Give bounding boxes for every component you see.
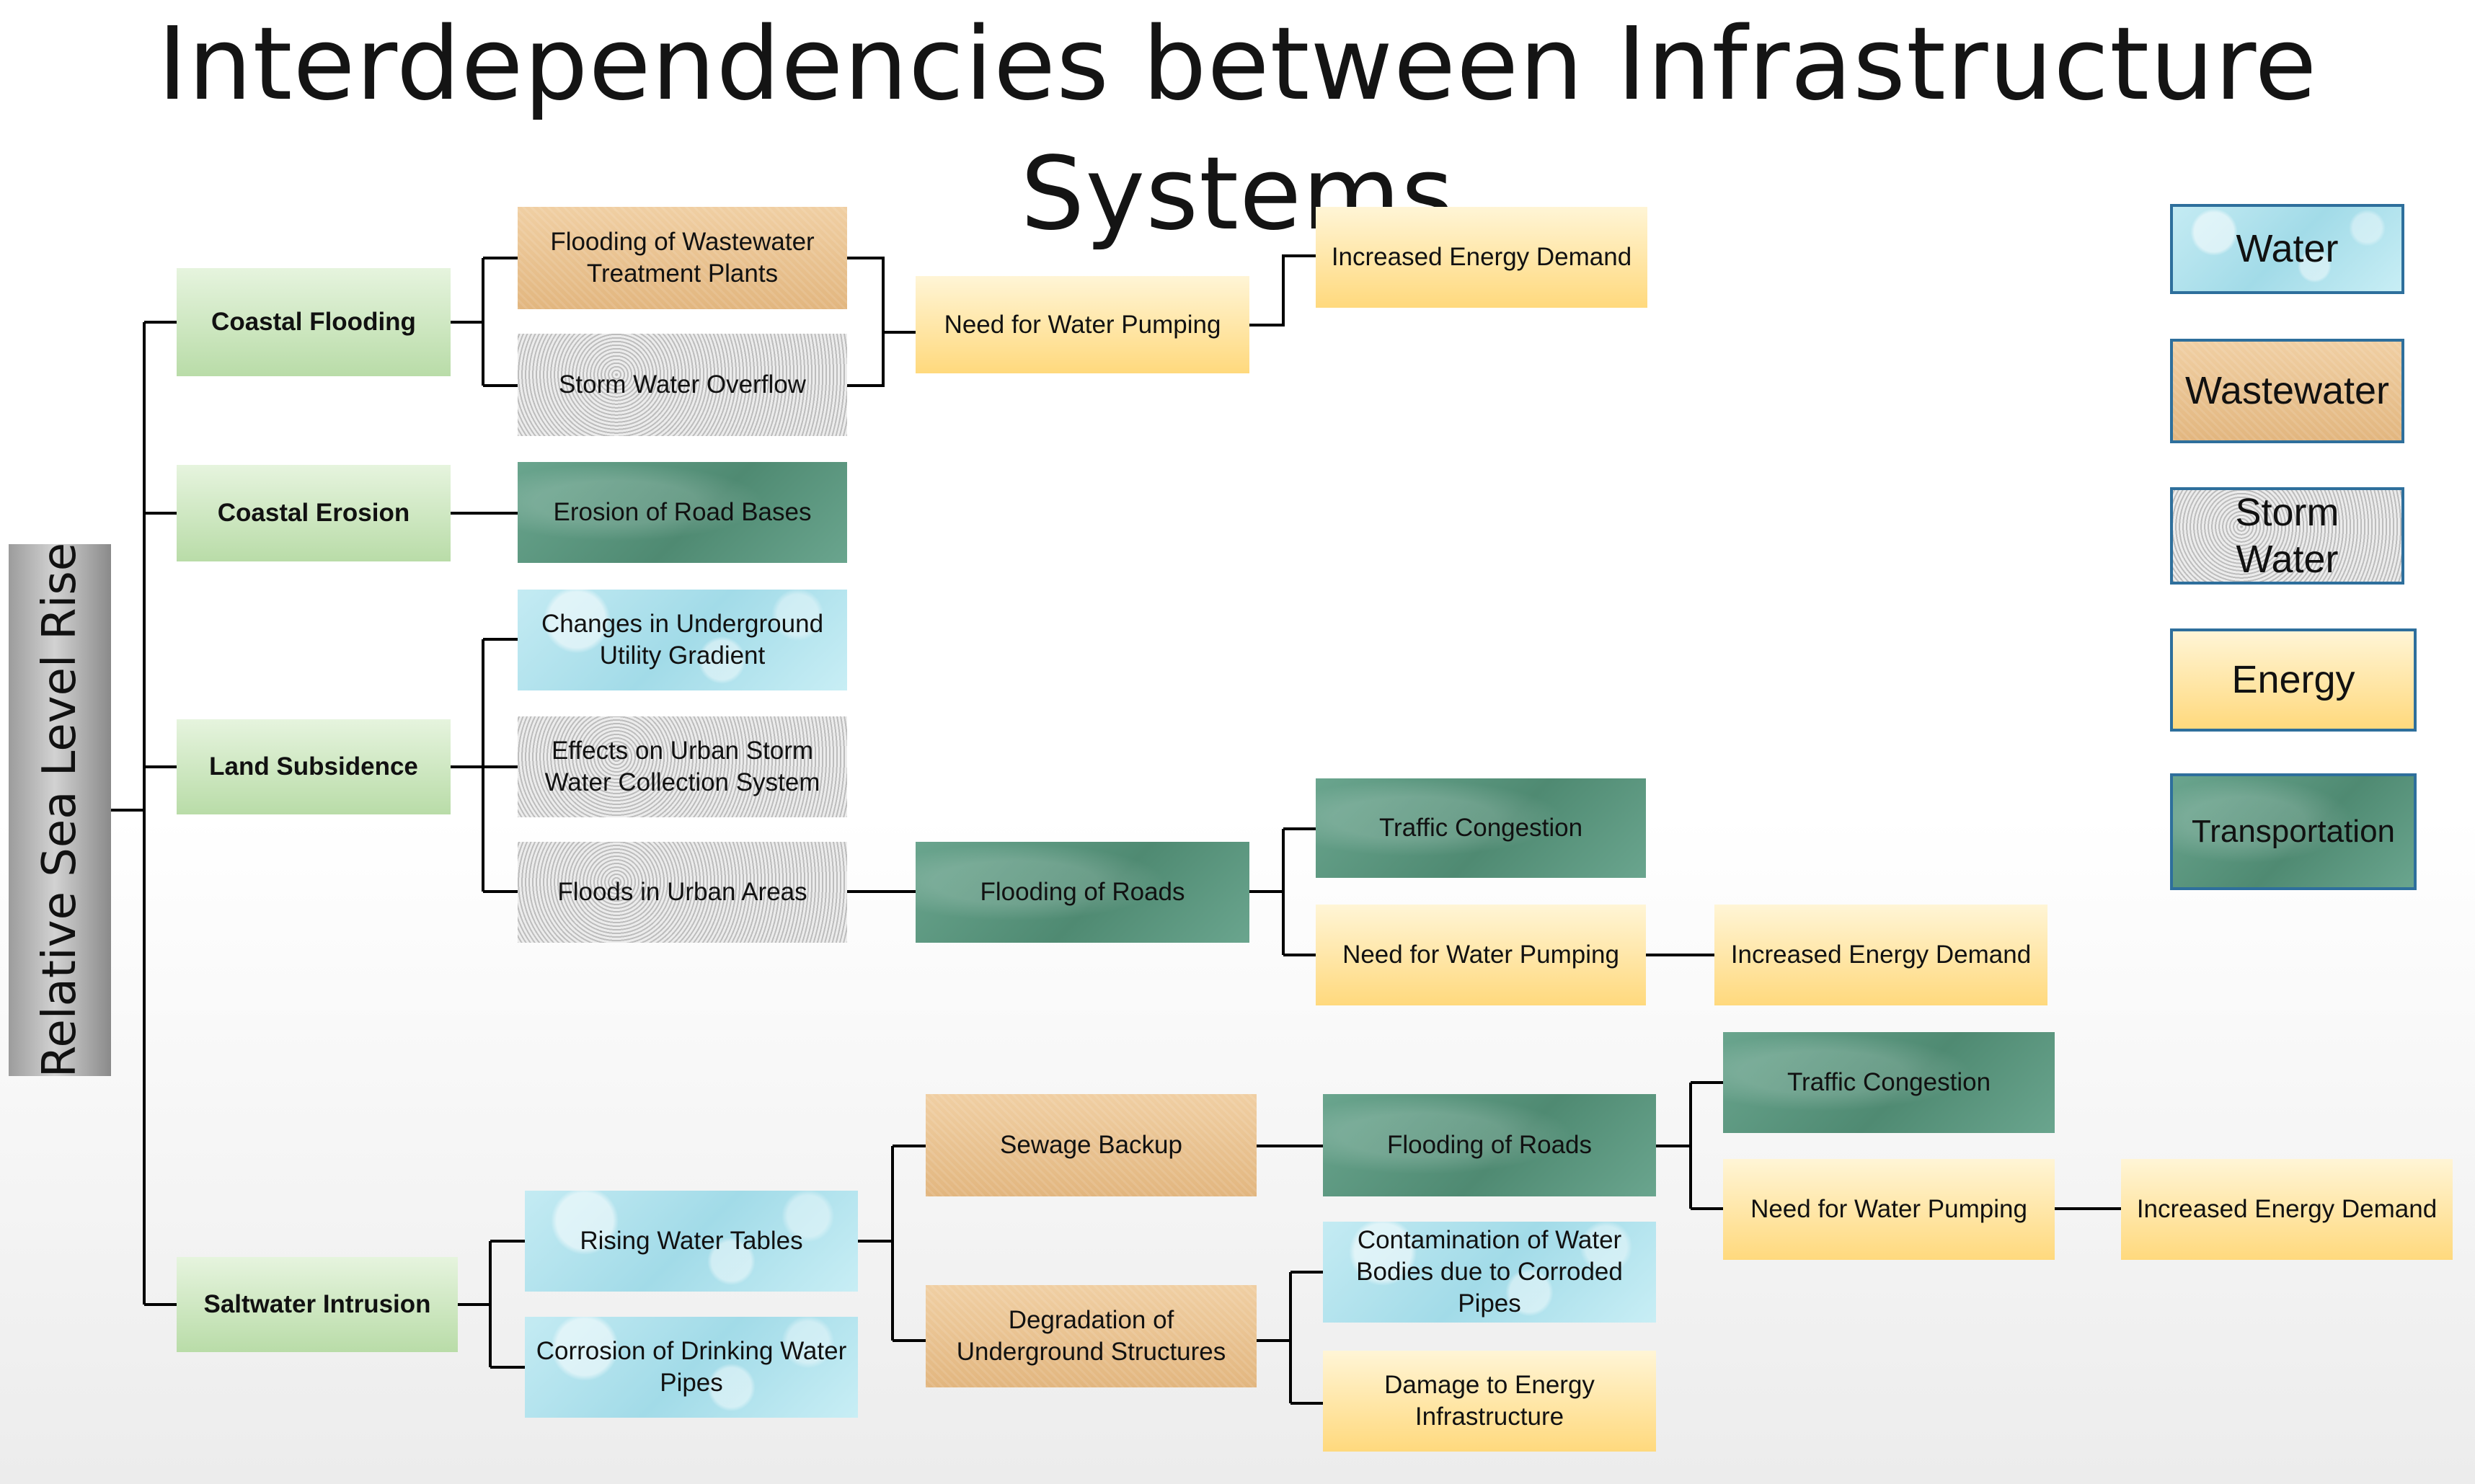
node-erosion-road-bases: Erosion of Road Bases	[518, 462, 847, 563]
connector-to-pumping-1	[847, 257, 916, 387]
node-flooding-wastewater-plants: Flooding of Wastewater Treatment Plants	[518, 207, 847, 309]
node-traffic-congestion-1: Traffic Congestion	[1316, 778, 1646, 878]
connector-rising-branch	[858, 1145, 926, 1342]
node-degradation-underground-structures: Degradation of Underground Structures	[926, 1285, 1257, 1387]
legend-transportation: Transportation	[2170, 773, 2417, 890]
connector-si	[458, 1240, 525, 1369]
node-increased-energy-demand-1: Increased Energy Demand	[1316, 207, 1647, 308]
cause-saltwater-intrusion: Saltwater Intrusion	[177, 1257, 458, 1352]
node-changes-utility-gradient: Changes in Underground Utility Gradient	[518, 590, 847, 690]
node-effects-storm-collection: Effects on Urban Storm Water Collection …	[518, 716, 847, 817]
node-need-water-pumping-1: Need for Water Pumping	[916, 276, 1249, 373]
node-need-water-pumping-2: Need for Water Pumping	[1316, 905, 1646, 1005]
cause-coastal-flooding: Coastal Flooding	[177, 268, 451, 376]
node-flooding-roads-2: Flooding of Roads	[1323, 1094, 1656, 1196]
node-sewage-backup: Sewage Backup	[926, 1094, 1257, 1196]
legend-wastewater: Wastewater	[2170, 339, 2404, 443]
connector-degradation-branch	[1257, 1271, 1323, 1405]
node-need-water-pumping-3: Need for Water Pumping	[1723, 1159, 2055, 1260]
node-increased-energy-demand-2: Increased Energy Demand	[1714, 905, 2047, 1005]
node-rising-water-tables: Rising Water Tables	[525, 1191, 858, 1292]
cause-coastal-erosion: Coastal Erosion	[177, 465, 451, 561]
connector-cf	[451, 257, 518, 387]
connector-pumping-energy-1	[1249, 254, 1316, 326]
diagram-title: Interdependencies between Infrastructure…	[157, 6, 2318, 253]
connector-roads-branch-2	[1656, 1081, 1723, 1210]
legend-storm-water: Storm Water	[2170, 487, 2404, 585]
legend-water: Water	[2170, 204, 2404, 294]
node-floods-urban-areas: Floods in Urban Areas	[518, 842, 847, 943]
connector-ls	[451, 638, 518, 893]
cause-land-subsidence: Land Subsidence	[177, 719, 451, 814]
node-corrosion-drinking-pipes: Corrosion of Drinking Water Pipes	[525, 1317, 858, 1418]
node-contamination-water-bodies: Contamination of Water Bodies due to Cor…	[1323, 1222, 1656, 1323]
node-damage-energy-infrastructure: Damage to Energy Infrastructure	[1323, 1351, 1656, 1452]
node-flooding-roads-1: Flooding of Roads	[916, 842, 1249, 943]
legend-energy: Energy	[2170, 628, 2417, 732]
node-increased-energy-demand-3: Increased Energy Demand	[2121, 1159, 2453, 1260]
node-storm-water-overflow: Storm Water Overflow	[518, 334, 847, 436]
root-relative-sea-level-rise: Relative Sea Level Rise	[9, 542, 111, 1078]
root-label: Relative Sea Level Rise	[33, 542, 87, 1078]
node-traffic-congestion-2: Traffic Congestion	[1723, 1032, 2055, 1133]
connector-roads-branch-1	[1249, 827, 1316, 956]
